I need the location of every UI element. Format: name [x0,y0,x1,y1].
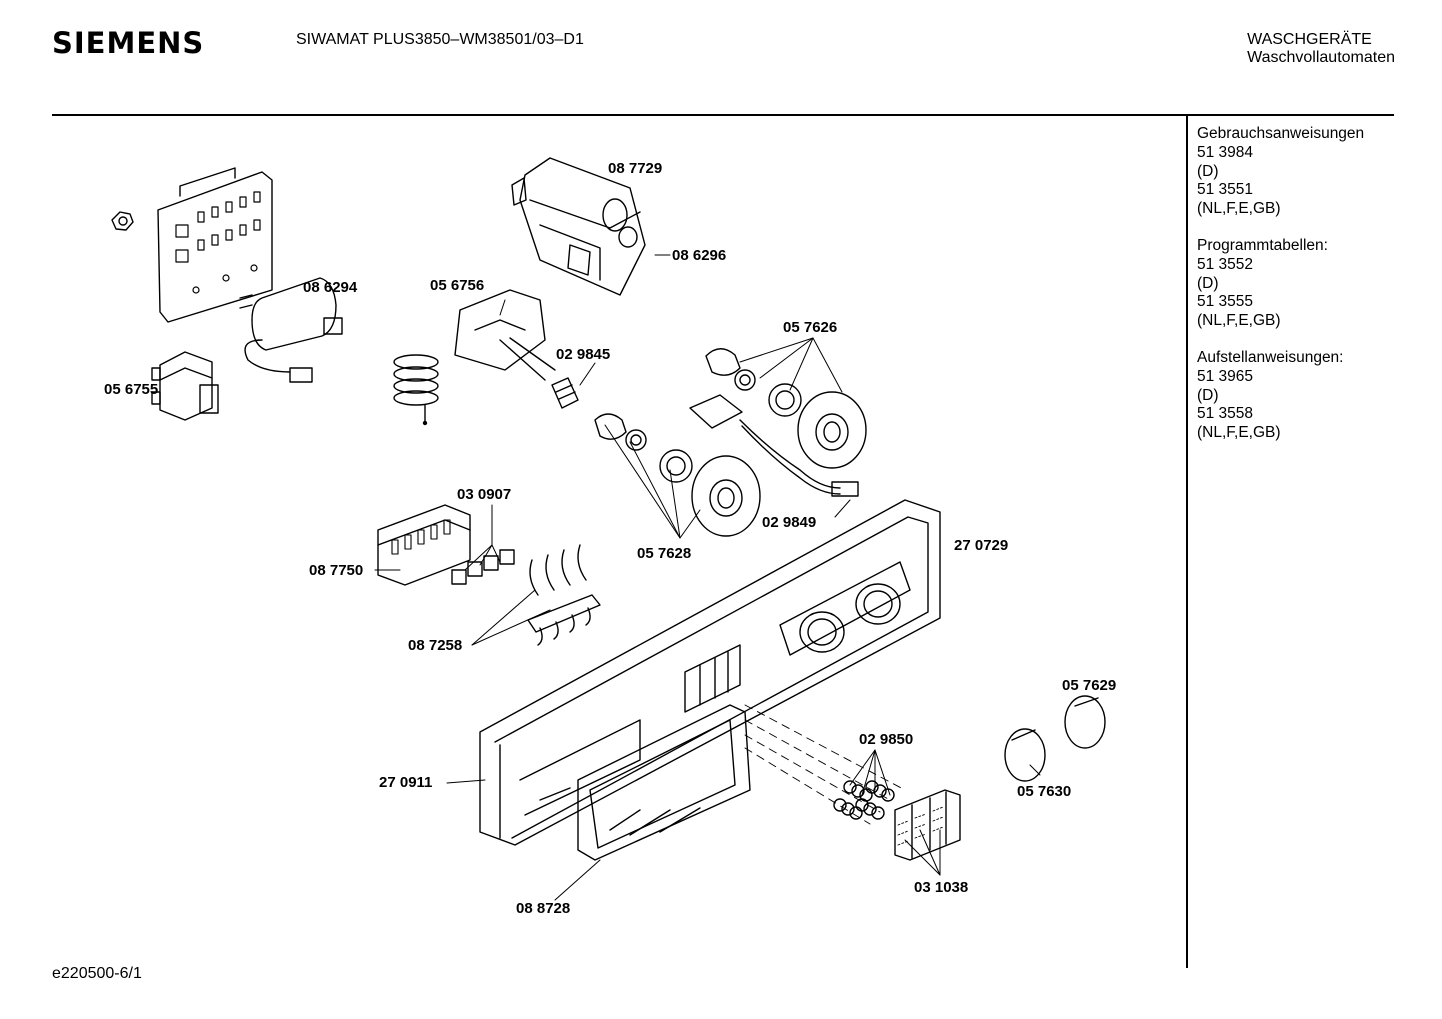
programme-timer [511,157,646,296]
projection-lines [744,704,906,825]
part-label: 03 1038 [914,879,969,896]
part-label: 05 6756 [430,277,485,294]
part-label: 08 6294 [303,279,358,296]
doc-line: (D) [1197,274,1219,292]
part-label: 05 7628 [637,545,692,562]
part-label: 08 7729 [608,160,663,177]
category-main: WASCHGERÄTE [1247,31,1372,48]
doc-group-title: Gebrauchsanweisungen [1197,125,1365,142]
control-assembly-middle [594,413,761,537]
doc-group-programs: Programmtabellen: 51 3552 (D) 51 3555 (N… [1197,237,1364,331]
sidebar-divider [1186,116,1188,968]
header-rule [52,114,1394,116]
doc-line: 51 3555 [1197,293,1254,311]
drawing-code: e220500-6/1 [52,965,142,982]
part-label: 05 7626 [783,319,838,336]
rotary-knob-1 [1004,728,1046,782]
part-label: 02 9849 [762,514,817,531]
doc-line: 51 3551 [1197,181,1254,199]
terminal-block [377,504,515,586]
part-label: 08 7750 [309,562,364,579]
doc-line: 51 3558 [1197,405,1254,423]
push-buttons [894,789,961,861]
doc-line: (NL,F,E,GB) [1197,200,1281,218]
doc-line: (D) [1197,162,1219,180]
part-label: 03 0907 [457,486,512,503]
part-label: 02 9845 [556,346,611,363]
drawer-handle-front [577,704,751,861]
door-lock-switch [393,289,556,426]
part-label: 05 7630 [1017,783,1072,800]
part-label: 05 6755 [104,381,159,398]
doc-group-title: Aufstellanweisungen: [1197,348,1344,366]
category-sub: Waschvollautomaten [1247,49,1395,66]
model-title: SIWAMAT PLUS3850–WM38501/03–D1 [296,31,584,48]
doc-group-usage: Gebrauchsanweisungen 51 3984 (D) 51 3551… [1197,125,1364,219]
shaft-coupling [551,377,579,409]
mounting-bracket [111,167,273,323]
part-label: 27 0729 [954,537,1009,554]
doc-line: 51 3552 [1197,255,1254,273]
brand-logo: SIEMENS [52,26,205,60]
part-label: 08 7258 [408,637,463,654]
doc-group-title: Programmtabellen: [1197,236,1328,254]
leader-lines [374,254,1041,901]
push-button-springs [833,780,895,820]
interference-capacitor [239,277,343,383]
doc-line: 51 3965 [1197,367,1254,385]
doc-line: (D) [1197,386,1219,404]
doc-line: (NL,F,E,GB) [1197,424,1281,442]
control-panel-fascia [479,499,941,846]
control-assembly-upper [689,348,867,497]
rotary-knob-2 [1064,695,1106,749]
documentation-sidebar: Gebrauchsanweisungen 51 3984 (D) 51 3551… [1197,125,1364,461]
part-label: 08 6296 [672,247,727,264]
part-label: 27 0911 [379,774,433,791]
transformer [151,351,219,421]
part-label: 08 8728 [516,900,571,917]
category-block: WASCHGERÄTE Waschvollautomaten [1247,31,1395,67]
doc-line: (NL,F,E,GB) [1197,312,1281,330]
part-label: 02 9850 [859,731,914,748]
contact-springs [527,544,601,646]
part-label: 05 7629 [1062,677,1117,694]
doc-line: 51 3984 [1197,143,1254,161]
doc-group-installation: Aufstellanweisungen: 51 3965 (D) 51 3558… [1197,349,1364,443]
